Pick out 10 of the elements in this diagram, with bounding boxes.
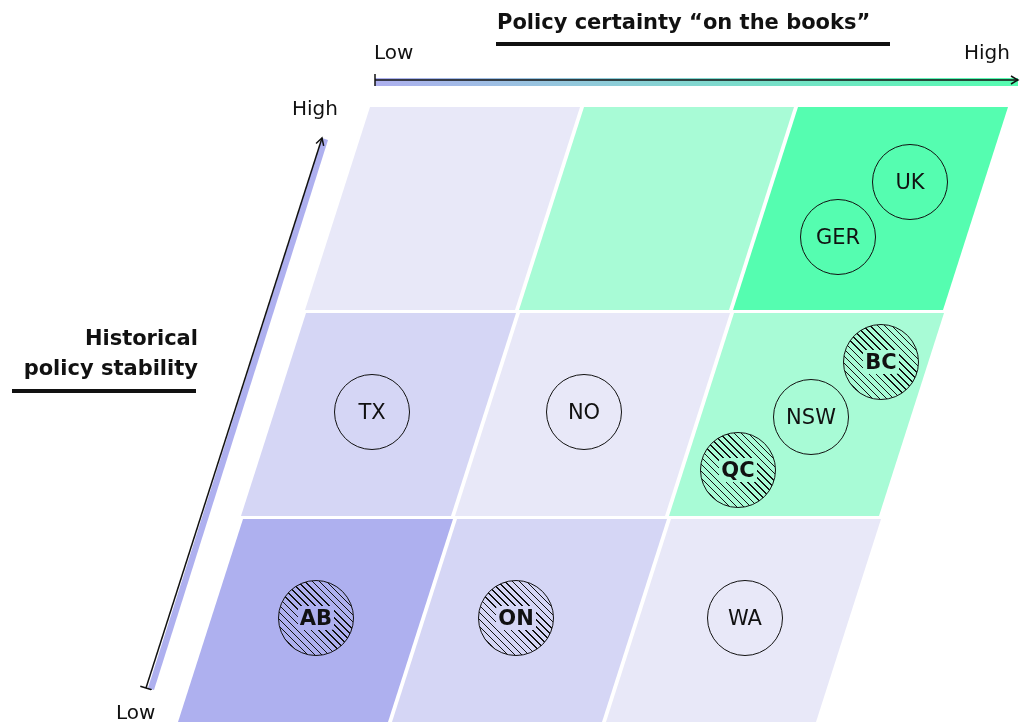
- axis-label: Low: [374, 40, 414, 64]
- hatched-circle: QC: [700, 432, 776, 508]
- axis-label: High: [964, 40, 1010, 64]
- axis-label: High: [292, 96, 338, 120]
- hatched-circle: AB: [278, 580, 354, 656]
- axis-label: Low: [116, 700, 156, 723]
- axis-title: Policy certainty “on the books”: [497, 10, 871, 34]
- hatched-circle: ON: [478, 580, 554, 656]
- axis-title: Historical policy stability: [22, 325, 198, 382]
- hatched-circle: BC: [843, 324, 919, 400]
